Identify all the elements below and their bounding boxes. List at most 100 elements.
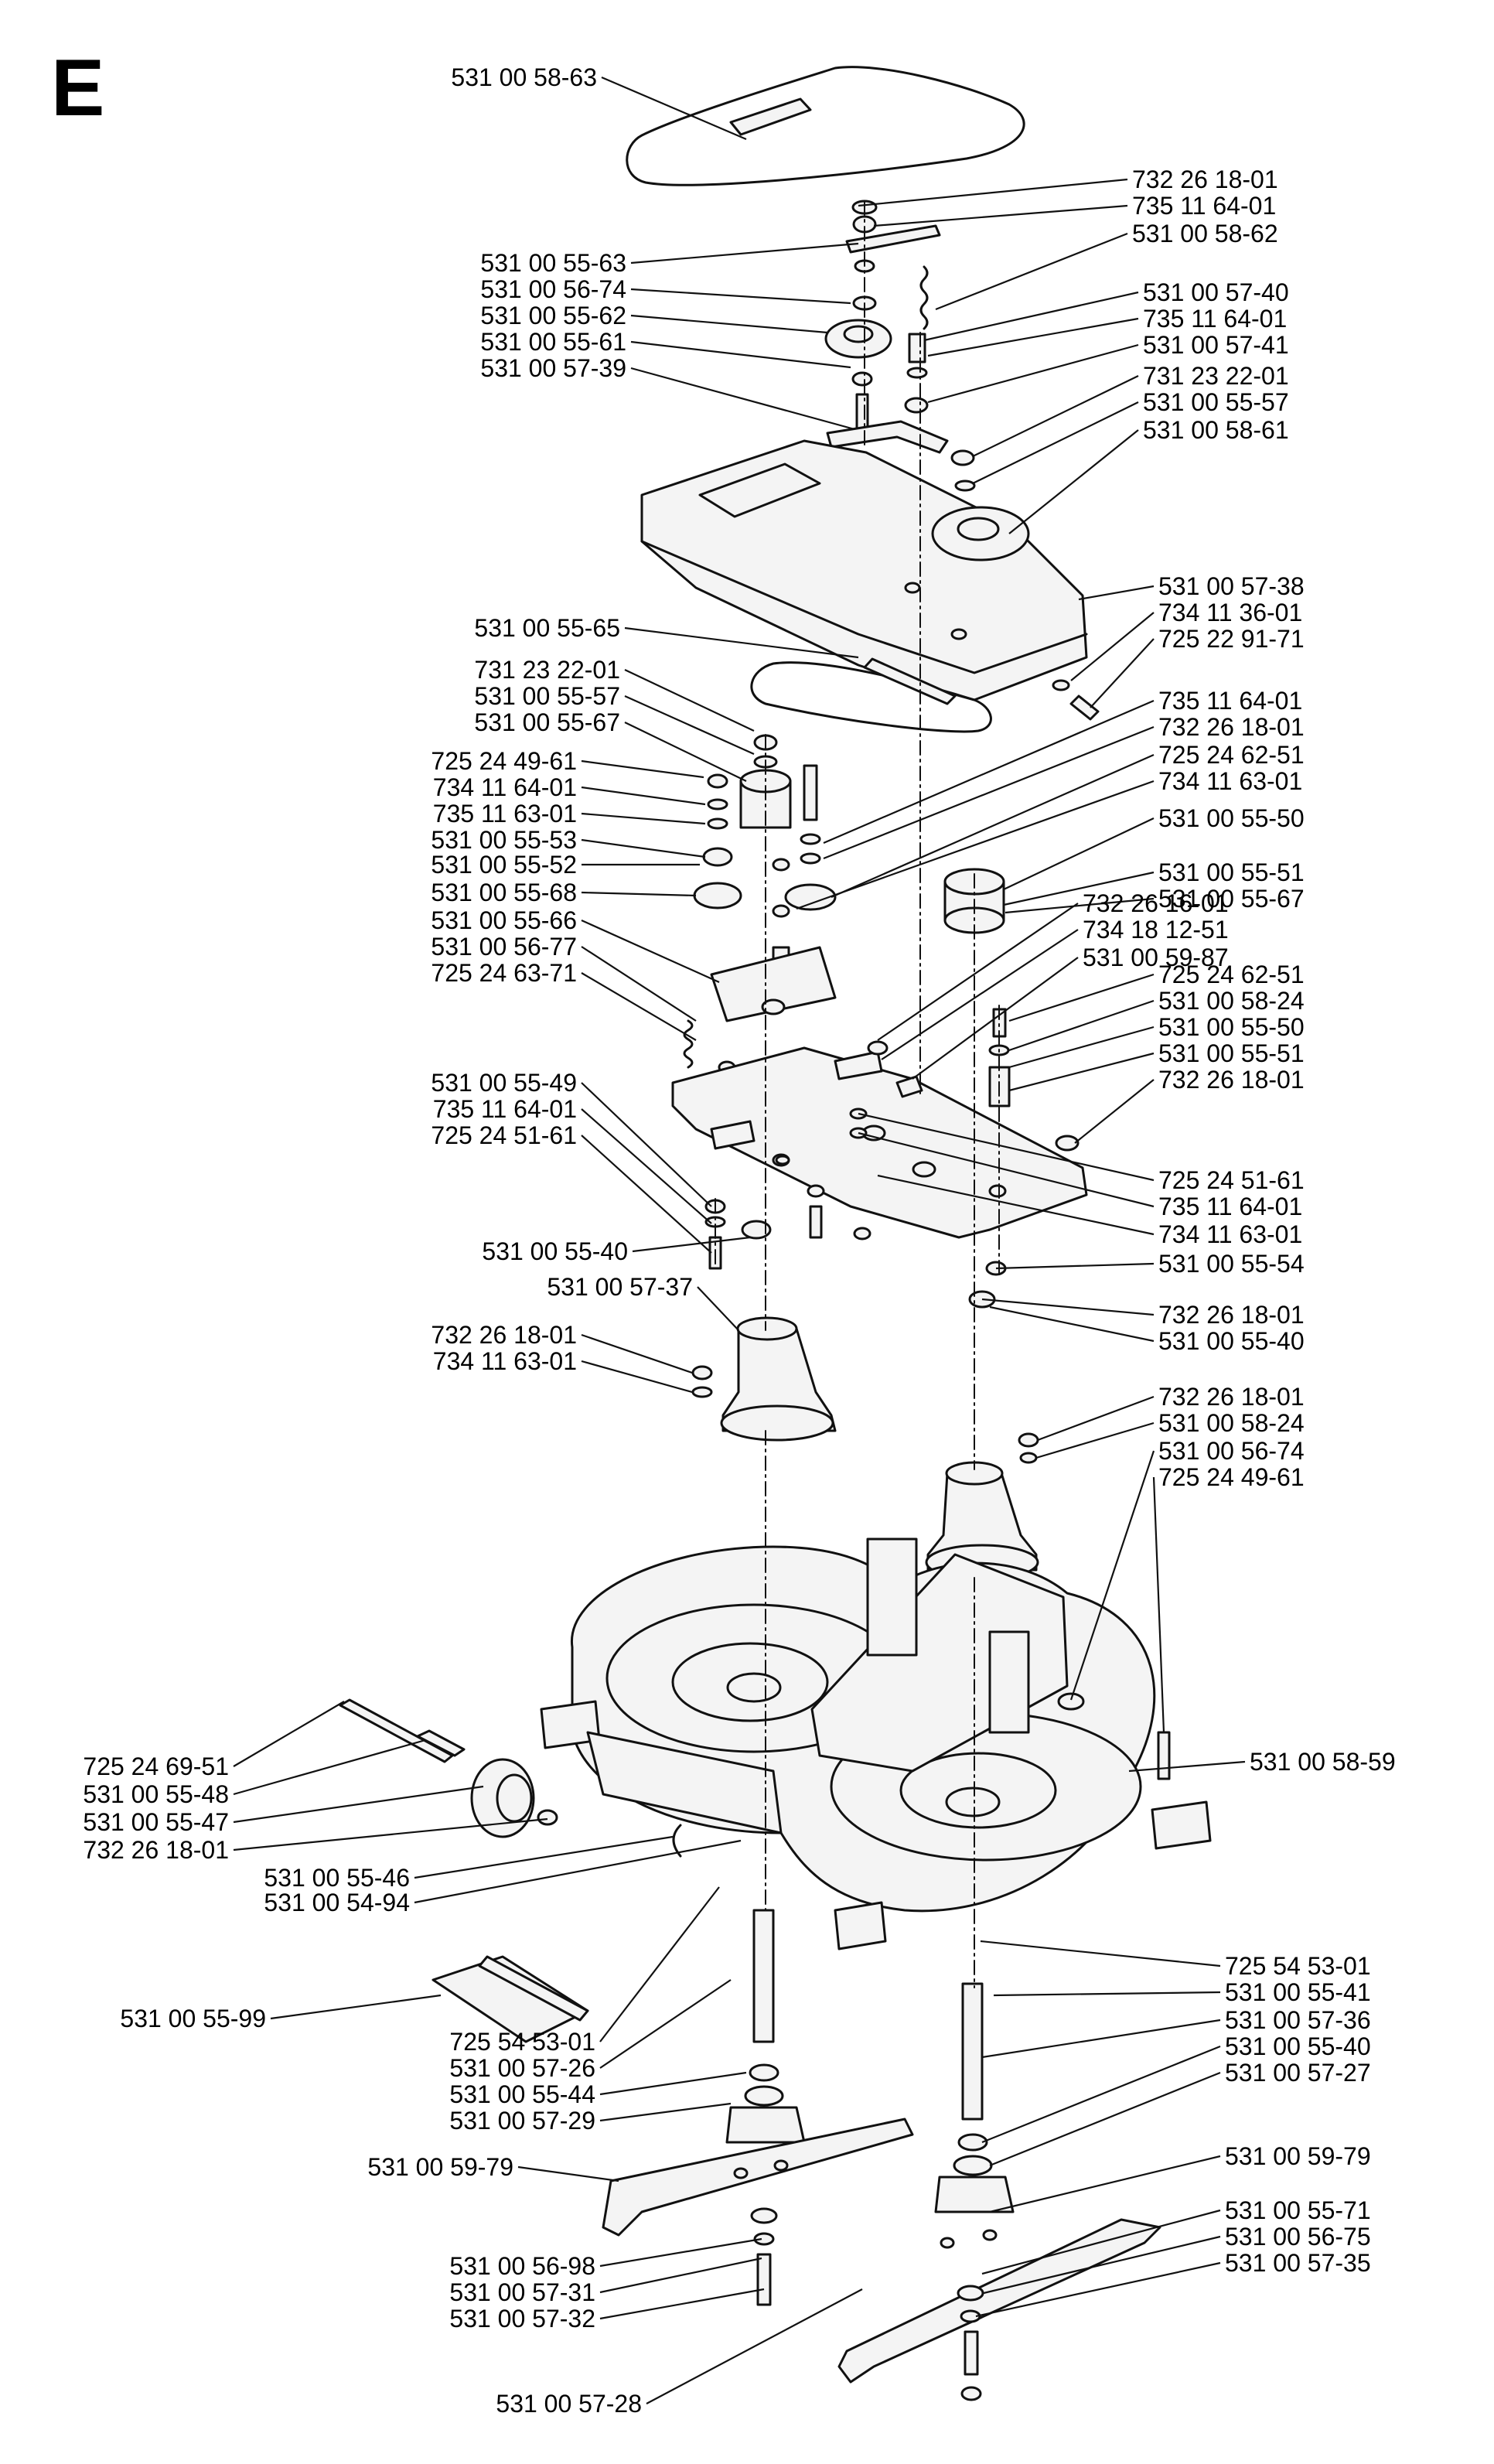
part-number-label: 531 00 55-49	[431, 1069, 577, 1097]
leader-line	[858, 178, 1128, 207]
leader-line	[881, 929, 1079, 1060]
tensioner-bracket	[710, 946, 837, 1022]
part-number-label: 531 00 59-87	[1083, 944, 1229, 971]
nut-icon	[851, 371, 873, 387]
part-number-label: 531 00 56-74	[1158, 1437, 1305, 1465]
leader-line	[581, 1333, 693, 1374]
leader-line	[983, 2235, 1221, 2295]
deck-bracket	[1151, 1800, 1212, 1850]
roller-bolt	[339, 1698, 454, 1763]
part-number-label: 735 11 64-01	[1132, 192, 1276, 220]
part-number-label: 531 00 57-35	[1225, 2249, 1371, 2277]
part-number-label: 734 18 12-51	[1083, 916, 1229, 944]
leader-line	[927, 343, 1139, 404]
washer-icon	[753, 2232, 775, 2246]
nut-icon	[1018, 1432, 1039, 1448]
leader-line	[581, 919, 720, 984]
pulley-icon	[784, 883, 837, 911]
part-number-label: 531 00 57-26	[449, 2054, 595, 2082]
leader-line	[1008, 1052, 1155, 1092]
leader-line	[581, 759, 704, 779]
leader-line	[989, 2071, 1221, 2167]
part-number-label: 531 00 55-44	[449, 2080, 595, 2108]
leader-line	[972, 375, 1139, 457]
leader-line	[581, 891, 697, 897]
leader-line	[632, 1236, 751, 1253]
part-number-label: 531 00 55-63	[480, 249, 626, 277]
part-number-label: 531 00 59-79	[1225, 2142, 1371, 2170]
leader-line	[624, 694, 755, 756]
spindle-housing-top	[736, 1316, 798, 1341]
bolt-icon	[1157, 1731, 1171, 1780]
part-number-label: 531 00 57-41	[1143, 331, 1289, 359]
part-number-label: 731 23 22-01	[1143, 362, 1289, 390]
leader-line	[981, 2045, 1221, 2144]
left-spindle-shaft	[752, 1909, 775, 2043]
leader-line	[935, 232, 1128, 311]
nut-icon	[960, 2386, 982, 2401]
blade-adapter	[934, 2176, 1015, 2213]
housing-top-edge	[640, 540, 1088, 674]
leader-line	[233, 1817, 548, 1851]
part-number-label: 531 00 58-63	[451, 63, 597, 91]
leader-line	[697, 1286, 739, 1331]
washer-icon	[1052, 679, 1070, 691]
deck-roller-face	[496, 1773, 533, 1823]
leader-line	[1152, 1476, 1165, 1733]
leader-line	[989, 1305, 1155, 1343]
part-number-label: 725 24 51-61	[1158, 1166, 1305, 1194]
leader-line	[581, 1108, 712, 1224]
part-number-label: 732 26 18-01	[83, 1836, 229, 1864]
leader-line	[858, 1112, 1155, 1182]
deck-bracket	[988, 1630, 1030, 1734]
nut-icon	[775, 1155, 790, 1165]
part-number-label: 725 54 53-01	[1225, 1952, 1371, 1980]
nut-icon	[707, 773, 728, 789]
part-number-label: 531 00 55-41	[1225, 1978, 1371, 2006]
leader-line	[989, 2155, 1221, 2213]
leader-line	[1078, 585, 1155, 601]
leader-line	[923, 291, 1139, 342]
leader-line	[1074, 1079, 1155, 1144]
part-number-label: 531 00 55-65	[474, 614, 620, 642]
bolt-icon	[964, 2330, 979, 2376]
leader-line	[233, 1785, 484, 1824]
part-number-label: 735 11 64-01	[433, 1095, 577, 1123]
leader-line	[877, 903, 1079, 1041]
part-number-label: 531 00 55-50	[1158, 1013, 1305, 1041]
nut-icon	[940, 2237, 955, 2249]
nut-icon	[853, 1227, 872, 1241]
leader-line	[1070, 612, 1155, 681]
deck-spindle-hole	[945, 1787, 1001, 1817]
part-number-label: 725 24 63-71	[431, 959, 577, 987]
leader-line	[796, 780, 1155, 910]
leader-line	[624, 669, 755, 732]
part-number-label: 531 00 55-46	[264, 1864, 410, 1892]
leader-line	[993, 1991, 1221, 1997]
part-number-label: 531 00 55-40	[482, 1237, 628, 1265]
nut-icon	[1057, 1692, 1085, 1711]
leader-line	[1090, 638, 1155, 708]
leader-line	[1069, 1450, 1155, 1701]
washer-icon	[954, 479, 976, 492]
tension-spring	[683, 1019, 694, 1069]
nut-icon	[773, 2159, 789, 2172]
leader-line	[981, 1298, 1155, 1316]
bearing-icon	[744, 2085, 784, 2107]
bracket-hole	[761, 998, 786, 1015]
washer-icon	[906, 367, 928, 379]
bolt-icon	[809, 1205, 823, 1239]
leader-line	[1035, 1421, 1155, 1459]
part-number-label: 732 26 18-01	[431, 1321, 577, 1349]
leader-line	[624, 722, 747, 782]
spindle-housing-flange	[720, 1404, 834, 1442]
washer-icon	[1019, 1452, 1038, 1464]
part-number-label: 531 00 58-24	[1158, 987, 1305, 1015]
leader-line	[581, 1135, 712, 1254]
washer-icon	[750, 2207, 778, 2224]
part-number-label: 735 11 64-01	[1158, 687, 1302, 715]
leader-line	[599, 2288, 765, 2320]
part-number-label: 531 00 57-38	[1158, 572, 1305, 600]
bolt-icon	[992, 1008, 1007, 1038]
leader-line	[630, 314, 828, 334]
